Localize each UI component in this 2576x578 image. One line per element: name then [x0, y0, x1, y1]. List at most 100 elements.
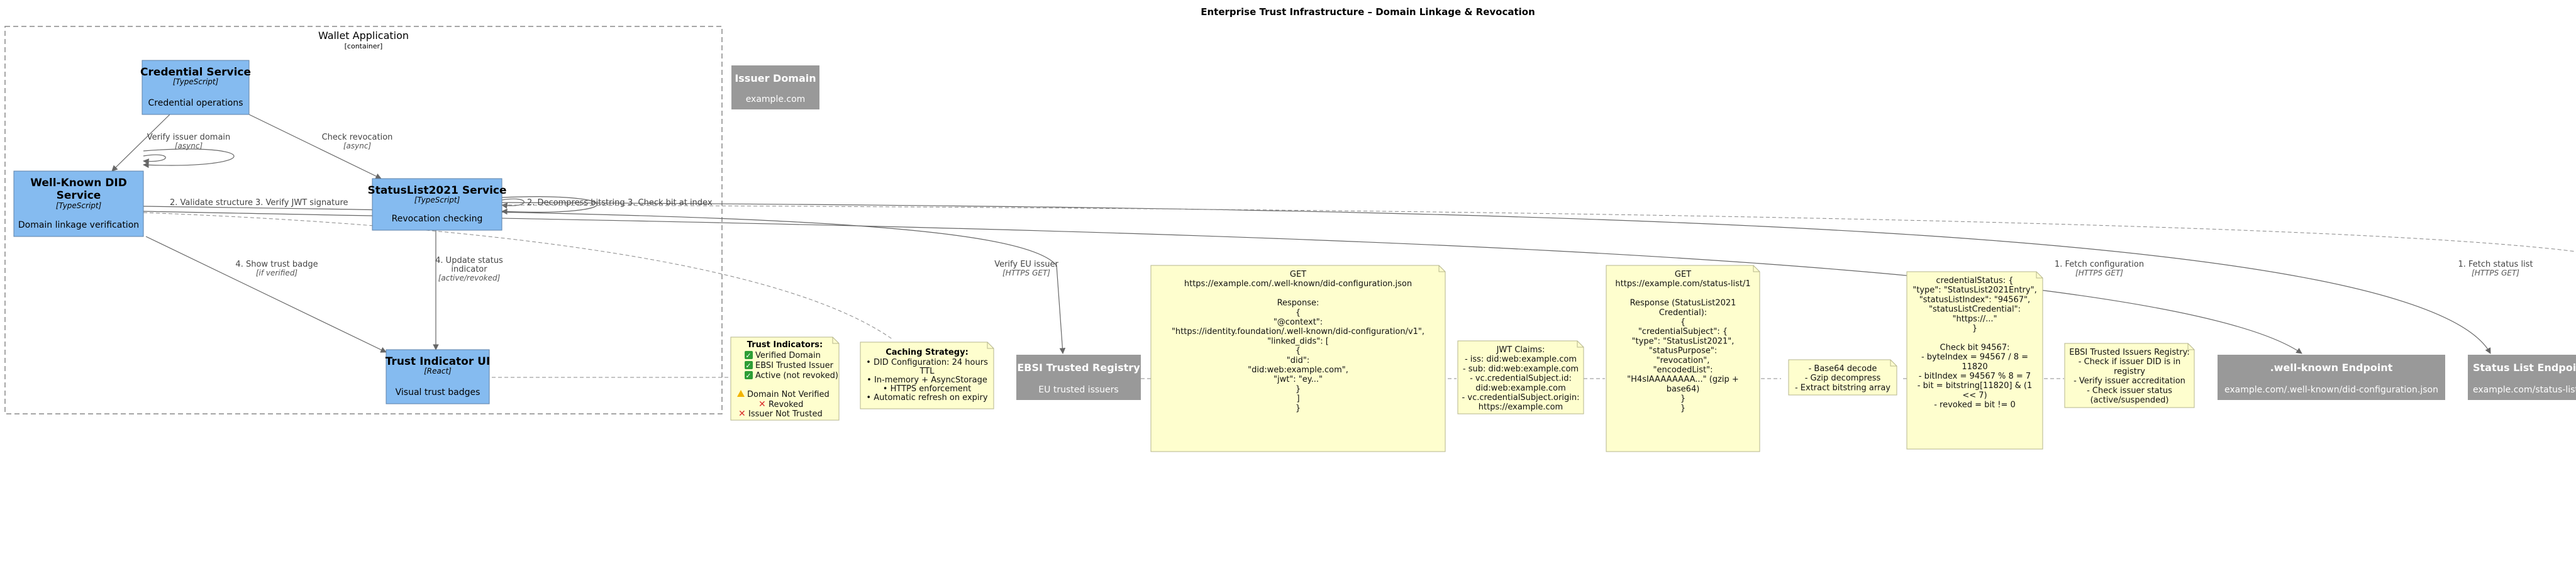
- note-line: 11820: [1962, 362, 1987, 372]
- issuer-domain-name: Issuer Domain: [735, 72, 816, 84]
- wellknown-service-tech: [TypeScript]: [56, 201, 102, 210]
- note-line: }: [1296, 384, 1301, 394]
- edge-validate-structure: [143, 154, 166, 165]
- note-anchors: [143, 204, 2576, 379]
- boundary-type: [container]: [345, 42, 383, 50]
- caching-line: • HTTPS enforcement: [883, 384, 971, 394]
- wellknown-service-name-1: Well-Known DID: [30, 177, 127, 189]
- cross-icon: ✕: [758, 399, 766, 409]
- wellknown-endpoint-desc: example.com/.well-known/did-configuratio…: [2224, 385, 2438, 395]
- note-line: "did":: [1287, 356, 1309, 365]
- edge-tech-verify-issuer-domain: [async]: [175, 142, 203, 150]
- edge-check-revocation: [248, 114, 382, 179]
- credential-service-box[interactable]: Credential Service [TypeScript] Credenti…: [140, 60, 251, 115]
- note-line: - sub: did:web:example.com: [1463, 364, 1579, 374]
- note-did-config-get: GEThttps://example.com/.well-known/did-c…: [1150, 265, 1446, 452]
- note-line: {: [1296, 308, 1301, 318]
- trust-ui-name: Trust Indicator UI: [386, 355, 491, 368]
- note-line: Response (StatusList2021: [1630, 299, 1736, 308]
- note-line: "type": "StatusList2021Entry",: [1913, 286, 2036, 295]
- caching-line: • Automatic refresh on expiry: [866, 393, 987, 403]
- note-line: "https://identity.foundation/.well-known…: [1172, 327, 1424, 336]
- credential-service-desc: Credential operations: [148, 98, 243, 108]
- edge-show-badge: [145, 236, 387, 353]
- edge-labels: Verify issuer domain [async] Check revoc…: [147, 133, 2533, 282]
- note-line: (active/suspended): [2090, 396, 2169, 405]
- note-caching-strategy: Caching Strategy: • DID Configuration: 2…: [860, 342, 994, 409]
- note-line: ]: [1296, 394, 1299, 404]
- edge-fetch-config: [143, 211, 2302, 354]
- edges: [111, 114, 2491, 354]
- statuslist-service-tech: [TypeScript]: [414, 196, 460, 204]
- ebsi-registry-box[interactable]: EBSI Trusted Registry EU trusted issuers: [1016, 355, 1141, 400]
- note-line: "did:web:example.com",: [1248, 365, 1348, 375]
- edge-label-check-revocation: Check revocation: [322, 133, 393, 142]
- edge-tech-check-revocation: [async]: [343, 142, 372, 150]
- note-line: "statusPurpose":: [1649, 347, 1717, 356]
- trust-ui-desc: Visual trust badges: [396, 387, 480, 397]
- edge-tech-verify-eu: [HTTPS GET]: [1002, 269, 1050, 277]
- note-line: "H4sIAAAAAAAA..." (gzip +: [1627, 375, 1739, 384]
- trust-indicators-heading: Trust Indicators:: [747, 340, 823, 350]
- edge-label-fetch-status: 1. Fetch status list: [2458, 260, 2533, 269]
- issuer-domain-box[interactable]: Issuer Domain example.com: [731, 65, 819, 109]
- trust-indicator-item: Revoked: [769, 400, 803, 409]
- wellknown-service-box[interactable]: Well-Known DID Service [TypeScript] Doma…: [13, 170, 144, 237]
- trust-indicator-item: Active (not revoked): [755, 371, 838, 381]
- note-line: }: [1296, 404, 1301, 413]
- note-line: }: [1680, 404, 1685, 413]
- note-line: EBSI Trusted Issuers Registry:: [2069, 348, 2190, 357]
- wellknown-endpoint-box[interactable]: .well-known Endpoint example.com/.well-k…: [2218, 355, 2445, 400]
- issuer-domain-desc: example.com: [746, 94, 806, 104]
- note-line: - Extract bitstring array: [1795, 383, 1890, 392]
- edge-tech-fetch-config: [HTTPS GET]: [2075, 269, 2123, 277]
- trust-indicator-item: Domain Not Verified: [747, 390, 830, 399]
- note-line: registry: [2114, 367, 2145, 376]
- svg-text:✓: ✓: [745, 372, 751, 380]
- statuslist-service-box[interactable]: StatusList2021 Service [TypeScript] Revo…: [368, 178, 507, 231]
- statuslist-endpoint-box[interactable]: Status List Endpoint example.com/status-…: [2468, 355, 2576, 400]
- statuslist-endpoint-desc: example.com/status-list: [2473, 385, 2576, 395]
- check-icon: [745, 351, 753, 359]
- note-line: did:web:example.com: [1475, 384, 1566, 393]
- note-line: - vc.credentialSubject.origin:: [1462, 393, 1580, 403]
- note-line: - Check issuer status: [2087, 386, 2172, 396]
- note-credential-status: credentialStatus: {"type": "StatusList20…: [1906, 271, 2043, 450]
- edge-tech-show-badge: [if verified]: [256, 269, 298, 277]
- note-line: base64): [1667, 384, 1700, 394]
- note-line: GET: [1675, 270, 1691, 279]
- boundary-name: Wallet Application: [318, 30, 409, 42]
- statuslist-endpoint-name: Status List Endpoint: [2473, 362, 2576, 374]
- wellknown-service-desc: Domain linkage verification: [18, 220, 139, 230]
- trust-ui-box[interactable]: Trust Indicator UI [React] Visual trust …: [386, 349, 491, 404]
- note-line: GET: [1290, 270, 1306, 279]
- note-ebsi-registry: EBSI Trusted Issuers Registry:- Check if…: [2064, 343, 2195, 408]
- cross-icon: ✕: [738, 409, 746, 419]
- note-line: - byteIndex = 94567 / 8 =: [1921, 353, 2028, 362]
- note-line: {: [1680, 318, 1685, 327]
- edge-label-verify-issuer-domain: Verify issuer domain: [147, 133, 231, 142]
- edge-label-fetch-config: 1. Fetch configuration: [2055, 260, 2144, 269]
- note-line: "credentialSubject": {: [1638, 327, 1728, 336]
- note-jwt-claims: JWT Claims:- iss: did:web:example.com- s…: [1457, 340, 1584, 414]
- edge-tech-update-status: [active/revoked]: [438, 274, 501, 282]
- caching-heading: Caching Strategy:: [886, 348, 969, 357]
- check-icon: [745, 361, 753, 369]
- note-line: "linked_dids": [: [1267, 336, 1329, 346]
- note-line: "jwt": "ey...": [1274, 375, 1323, 384]
- edge-label-update-status-1: 4. Update status: [435, 256, 503, 265]
- note-line: Response:: [1277, 299, 1319, 308]
- wellknown-service-name-2: Service: [57, 189, 101, 202]
- note-line: - Base64 decode: [1809, 364, 1877, 374]
- caching-line: • DID Configuration: 24 hours: [866, 358, 988, 367]
- svg-text:✓: ✓: [745, 362, 751, 370]
- note-base64: - Base64 decode- Gzip decompress- Extrac…: [1788, 359, 1897, 396]
- edge-verify-issuer-domain: [111, 114, 170, 172]
- note-line: https://example.com: [1479, 403, 1563, 412]
- wellknown-endpoint-name: .well-known Endpoint: [2270, 362, 2393, 374]
- note-line: https://example.com/status-list/1: [1615, 279, 1750, 289]
- note-line: https://example.com/.well-known/did-conf…: [1184, 279, 1412, 289]
- warning-icon: [737, 390, 745, 397]
- note-line: - Gzip decompress: [1805, 374, 1881, 383]
